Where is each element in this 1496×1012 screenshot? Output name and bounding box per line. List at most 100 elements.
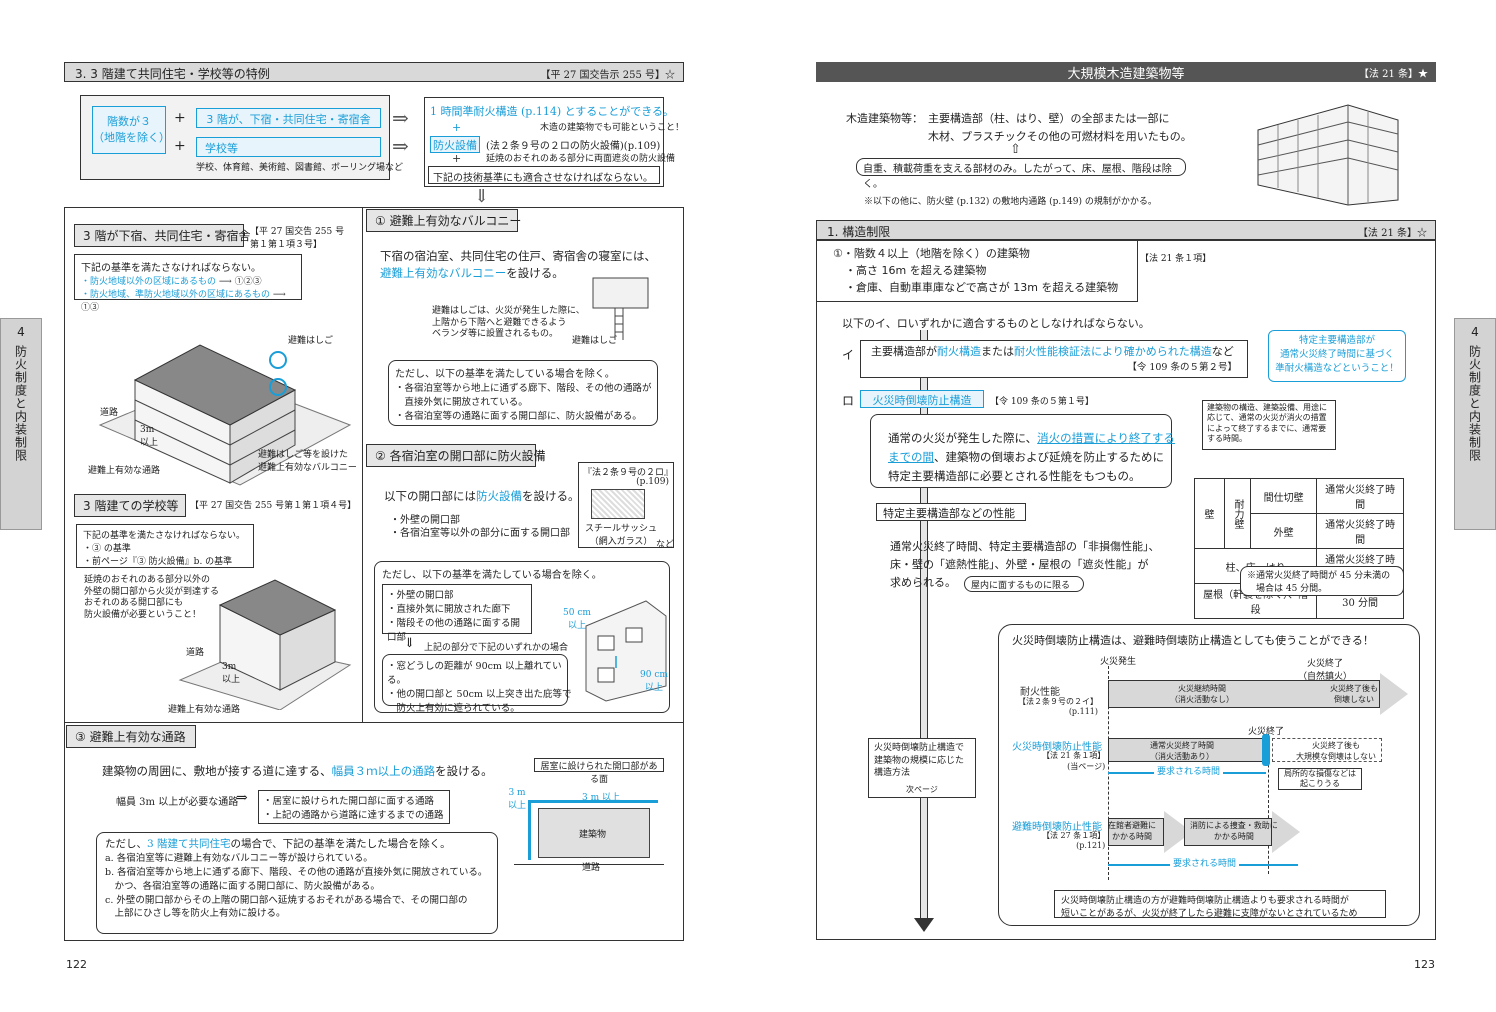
- perf-badge: 屋内に面するものに限る: [964, 576, 1084, 592]
- boarding-ladder-label: 避難はしご: [288, 336, 334, 346]
- r2-tail: 火災終了後も 大規模な倒壊はしない: [1296, 741, 1376, 761]
- divider-v: [362, 207, 363, 722]
- boarding-req-box: 下記の基準を満たさなければならない。 ・防火地域以外の区域にあるもの ⟶ ①②③…: [74, 254, 302, 313]
- walkway-except-cyan: 3 階建て共同住宅: [147, 838, 231, 850]
- balcony-ladder-label: 避難はしご: [572, 336, 618, 346]
- opening-distance-illustration: [585, 600, 667, 702]
- walkway-except-box: ただし、3 階建て共同住宅の場合で、下記の基準を満たした場合を除く。 a. 各宿…: [96, 832, 498, 934]
- right-tab-text: 防火制度と内装制限: [1467, 345, 1482, 462]
- balcony-except-box: ただし、以下の基準を満たしている場合を除く。 ・各宿泊室等から地上に通ずる廊下、…: [388, 360, 658, 426]
- opening-text1: 以下の開口部には: [384, 489, 476, 503]
- balcony-text2: 避難上有効なバルコニーを設ける。: [380, 265, 564, 281]
- ro-arrow-head: [914, 918, 934, 932]
- opening-text3: を設ける。: [522, 489, 580, 503]
- school-3m-label: 3m 以上: [222, 662, 241, 685]
- balcony-except-title: ただし、以下の基準を満たしている場合を除く。: [395, 369, 615, 380]
- arrow-down-1: ⇓: [474, 186, 490, 207]
- perf1: 通常火災終了時間、特定主要構造部の「非損傷性能」、: [890, 540, 1160, 553]
- boarding-req: 下記の基準を満たさなければならない。: [81, 263, 261, 274]
- sash-illustration: [591, 489, 645, 519]
- walkway-n2: ・上記の通路から道路に達するまでの通路: [263, 810, 444, 821]
- school-walkway-label: 避難上有効な通路: [168, 705, 241, 715]
- r1-bar-text: 火災継続時間 （消火活動なし）: [1170, 684, 1234, 704]
- school-ref: 【平 27 国交告 255 号第１第１項４号】: [190, 501, 357, 511]
- r3-bar2-text: 消防による捜査・救助に かかる時間: [1190, 821, 1278, 841]
- balcony-title: ① 避難上有効なバルコニー: [366, 209, 521, 232]
- opening-d2: ・他の開口部と 50cm 以上突き出た庇等で 防火上有効に遮られている。: [387, 689, 572, 714]
- walkway-path-top: [528, 800, 658, 803]
- left-tab-text: 防火制度と内装制限: [13, 345, 28, 462]
- walkway-diagram: 建築物: [514, 790, 664, 870]
- boarding-r1: ・防火地域以外の区域にあるもの ⟶ ①②③: [81, 277, 262, 287]
- walkway-except-tail: の場合で、下記の基準を満たした場合を除く。: [230, 838, 451, 850]
- flow-end1: 火災終了 （自然鎮火）: [1298, 659, 1353, 682]
- walkway-road-label: 道路: [582, 863, 601, 873]
- dim-90cm: 90 cm 以上: [640, 670, 668, 693]
- walkway-text: 建築物の周囲に、敷地が接する道に達する、幅員３ｍ以上の通路を設ける。: [102, 763, 493, 779]
- walkway-3m-v-label: 3 m 以上: [508, 788, 527, 811]
- school-note-text: 延焼のおそれのある部分以外の 外壁の開口部から火災が到達する おそれのある開口部…: [84, 575, 220, 621]
- walkway-building: 建築物: [538, 808, 650, 858]
- balcony-except-1: ・各宿泊室等から地上に通ずる廊下、階段、その他の通路が 直接外気に開放されている…: [395, 383, 652, 408]
- boarding-r1-value: ①②③: [234, 277, 262, 287]
- r3-bar2: [1184, 818, 1272, 846]
- i-ref: 【令 109 条の５第２号】: [1127, 362, 1237, 373]
- walkway-title: ③ 避難上有効な通路: [66, 725, 196, 748]
- tbl-bearing: 耐力壁: [1223, 478, 1251, 549]
- floors-box: 階数が３ （地階を除く）: [92, 106, 170, 154]
- walkway-eb: b. 各宿泊室等から地上に通ずる廊下、階段、その他の通路が直接外気に開放されてい…: [105, 866, 488, 892]
- tbl-wall: 壁: [1194, 478, 1225, 549]
- result1-text: 1 時間準耐火構造 (p.114) とすることができる。: [430, 105, 675, 118]
- boarding-building-illustration: [98, 344, 352, 486]
- i-cyan2: 耐火性能検証法により確かめられた構造: [1014, 345, 1212, 358]
- balcony-text3: を設ける。: [506, 266, 564, 280]
- ro-note: 建築物の構造、建築設備、用途に 応じて、通常の火災が消火の措置 によって終了する…: [1202, 400, 1336, 450]
- school-road-label: 道路: [186, 648, 205, 658]
- def-note: 自重、積載荷重を支える部材のみ。したがって、床、屋根、階段は除く。: [856, 158, 1186, 190]
- perf3: 求められる。: [890, 576, 956, 589]
- cond3: ・倉庫、自動車車庫などで高さが 13m を超える建築物: [845, 281, 1119, 295]
- right-side-tab[interactable]: 4 防火制度と内装制限: [1454, 318, 1496, 530]
- boarding-hashigo-label: 避難はしご等を設けた 避難上有効なバルコニー: [258, 450, 357, 473]
- sec1-title: 1. 構造制限: [827, 225, 891, 239]
- cond1: ①・階数４以上（地階を除く）の建築物: [833, 247, 1030, 260]
- opening-title: ② 各宿泊室の開口部に防火設備: [366, 444, 546, 467]
- result2-note: 延焼のおそれのある部分に両面遮炎の防火設備: [486, 154, 676, 164]
- opening-arrow: ⇓: [404, 636, 415, 651]
- plus-4: +: [452, 152, 462, 165]
- def-text: 主要構造部（柱、はり、壁）の全部または一部に 木材、プラスチックその他の可燃材料…: [928, 112, 1192, 143]
- flow-end2: 火災終了: [1248, 727, 1285, 737]
- result3-box: 下記の技術基準にも適合させなければならない。: [428, 166, 660, 184]
- tbl-v2: 通常火災終了時間: [1316, 513, 1404, 549]
- result1: 1 時間準耐火構造 (p.114) とすることができる。: [430, 103, 674, 119]
- r1-ref: 【法２条９号の２イ】 (p.111): [1018, 697, 1098, 716]
- tbl-note: ※通常火災終了時間が 45 分未満の 場合は 45 分間。: [1240, 566, 1404, 596]
- def-star-note: ※以下の他に、防火壁 (p.132) の敷地内通路 (p.149) の規制がかか…: [864, 197, 1157, 207]
- sash-box: 『法２条９号の２ロ』 (p.109) スチールサッシュ （網入ガラス）: [578, 462, 674, 548]
- i-label: イ: [842, 348, 855, 362]
- opening-d1: ・窓どうしの距離が 90cm 以上離れている。: [387, 661, 562, 686]
- perf-title: 特定主要構造部などの性能: [876, 503, 1026, 521]
- school-note: 学校、体育館、美術館、図書館、ボーリング場など: [196, 163, 404, 173]
- boarding-r2-text: ・防火地域、準防火地域以外の区域にあるもの: [81, 290, 271, 300]
- side-next: 次ページ: [906, 785, 938, 794]
- def-up-arrow: ⇧: [1010, 142, 1021, 157]
- walkway-text2: 幅員３ｍ以上の通路: [331, 764, 436, 778]
- sec1-header: 1. 構造制限 【法 21 条】☆: [816, 220, 1436, 240]
- walkway-except: ただし、: [105, 838, 147, 850]
- ro-label: ロ: [842, 394, 855, 408]
- r1-label: 耐火性能: [1020, 687, 1060, 698]
- opening-text2: 防火設備: [476, 489, 522, 503]
- walkway-need-box: ・居室に設けられた開口部に面する通路 ・上記の通路から道路に達するまでの通路: [258, 790, 450, 824]
- ro-cyan1: 消火の措置により終了する: [1037, 431, 1175, 445]
- sash-page: (p.109): [636, 477, 669, 487]
- result2-text: (法２条９号の２ロの防火設備)(p.109): [486, 141, 661, 152]
- left-side-tab[interactable]: 4 防火制度と内装制限: [0, 318, 42, 530]
- walkway-ea: a. 各宿泊室等に避難上有効なバルコニー等が設けられている。: [105, 853, 373, 865]
- cond2: ・高さ 16m を超える建築物: [845, 264, 987, 278]
- school-box: 学校等: [196, 137, 381, 157]
- r1-arrowhead: [1380, 673, 1408, 715]
- side-method-box: 火災時倒壊防止構造で 建築物の規模に応じた 構造方法: [868, 738, 976, 798]
- balcony-text2-cyan: 避難上有効なバルコニー: [380, 266, 507, 280]
- flow-start: 火災発生: [1100, 657, 1137, 667]
